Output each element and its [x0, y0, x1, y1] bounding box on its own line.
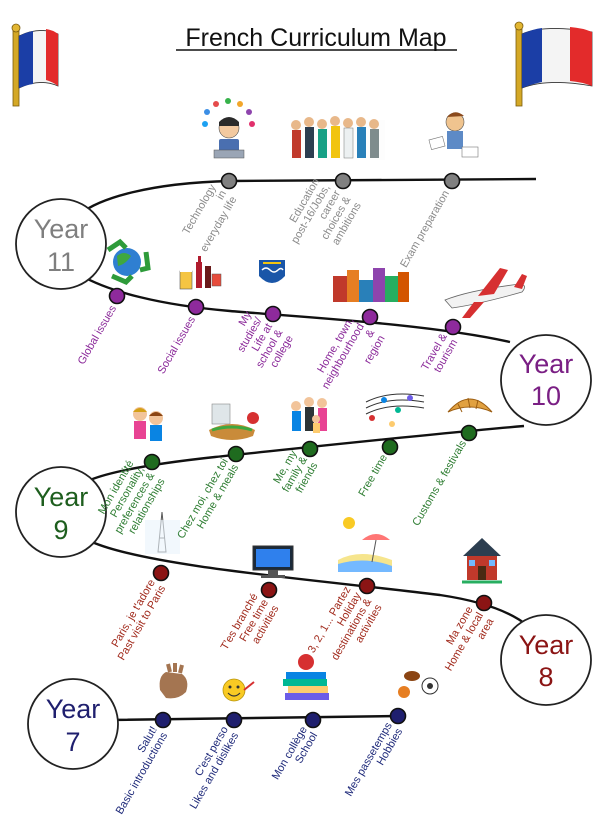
monitor-icon: [252, 545, 294, 578]
student-writing-icon: [428, 112, 479, 158]
topic-dot-y8-1: [152, 564, 170, 582]
topic-label-y10-5: Travel &tourism: [419, 331, 460, 379]
year-8-label: Year: [519, 630, 574, 660]
music-notes-icon: [365, 393, 425, 427]
topic-dot-y10-5: [444, 318, 462, 336]
topic-dot-y7-4: [389, 707, 407, 725]
topic-label-y7-3: Mon collègeSchool: [270, 725, 320, 788]
topic-dot-y10-1: [108, 287, 126, 305]
year-10-number: 10: [531, 381, 561, 411]
topic-dot-y10-2: [187, 298, 205, 316]
topic-dots: [108, 172, 493, 729]
topic-label-line: region: [362, 334, 388, 366]
topic-dot-y11-1: [220, 172, 238, 190]
workers-icon: [290, 116, 385, 160]
topic-dot-y7-1: [154, 711, 172, 729]
year-7-number: 7: [65, 727, 80, 757]
recycle-globe-icon: [106, 238, 151, 285]
year-8-number: 8: [538, 662, 553, 692]
topic-dot-y9-4: [381, 438, 399, 456]
french-flag-icon-left: [11, 23, 59, 107]
year-9-number: 9: [53, 515, 68, 545]
topic-dot-y8-3: [358, 577, 376, 595]
year-9-label: Year: [34, 482, 89, 512]
topic-label-y10-1: Global issues: [76, 303, 120, 367]
year-11-number: 11: [47, 247, 75, 277]
family-icon: [291, 397, 327, 433]
topic-label-y9-5: Customs & festivals: [410, 438, 469, 528]
topic-label-y8-3: 3, 2, 1... PartezHolidaydestinations &ac…: [306, 584, 385, 673]
topic-dot-y9-5: [460, 424, 478, 442]
topic-label-y11-3: Exam preparation: [398, 189, 452, 270]
topic-dot-y9-3: [301, 440, 319, 458]
croissant-icon: [447, 397, 493, 413]
topic-label-y9-2: Chez moi, chez toiHome & meals: [175, 456, 241, 547]
topic-dot-y9-1: [143, 453, 161, 471]
topic-label-y8-1: Paris, je t'adorePast visit to Paris: [105, 577, 168, 662]
topic-dot-y7-3: [304, 711, 322, 729]
topic-dot-y11-3: [443, 172, 461, 190]
year-10-circle: Year 10: [500, 334, 592, 426]
french-flag-icon-right: [514, 21, 593, 107]
topic-label-line: Free time: [356, 453, 390, 499]
curriculum-path: [79, 177, 537, 722]
sports-balls-icon: [398, 671, 439, 698]
topic-label-y11-2: Educationpost-16/Jobs,careerchoices &amb…: [279, 176, 364, 264]
topic-dot-y9-2: [227, 445, 245, 463]
waving-hand-icon: [159, 663, 188, 699]
eiffel-tower-icon: [145, 511, 180, 554]
year-7-label: Year: [46, 694, 101, 724]
airplane-icon: [444, 268, 527, 318]
topic-label-line: Customs & festivals: [410, 438, 469, 528]
topic-label-y10-4: Home, town,neighbourhood&region: [309, 315, 388, 403]
year-7-circle: Year 7: [27, 678, 119, 770]
sandwich-icon: [209, 403, 259, 440]
town-icon: [333, 268, 409, 302]
year-10-label: Year: [519, 349, 574, 379]
topic-label-y10-3: Mystudies/Life atschool &college: [223, 309, 297, 376]
topic-label-y8-4: Ma zoneHome & localarea: [433, 604, 497, 679]
topic-label-line: Exam preparation: [398, 189, 452, 270]
hugging-kids-icon: [133, 407, 163, 441]
year-11-circle: Year 11: [15, 198, 107, 290]
year-8-circle: Year 8: [500, 614, 592, 706]
page-title: French Curriculum Map: [185, 24, 446, 52]
topic-label-y9-3: Me, myfamily &friends: [270, 448, 321, 500]
topic-label-y10-2: Social issues: [156, 314, 199, 376]
topic-label-y7-2: C'est persoLikes and dislikes: [177, 724, 241, 811]
topic-dot-y11-2: [334, 172, 352, 190]
topic-dot-y7-2: [225, 711, 243, 729]
drinks-icon: [179, 256, 222, 290]
school-crest-icon: [259, 260, 285, 283]
topic-dot-y10-4: [361, 308, 379, 326]
books-icon: [283, 654, 329, 700]
topic-label-y8-2: T'es branchéFree timeactivities: [219, 591, 282, 664]
topic-label-line: Global issues: [76, 303, 120, 367]
computer-user-icon: [202, 98, 255, 159]
topic-label-y7-4: Mes passetempsHobbies: [343, 720, 406, 804]
year-11-label: Year: [34, 214, 89, 244]
topic-label-y9-4: Free time: [356, 453, 390, 499]
smiley-icon: [222, 678, 255, 702]
topic-label-line: Social issues: [156, 314, 199, 376]
topic-dot-y8-4: [475, 594, 493, 612]
topic-dot-y10-3: [264, 305, 282, 323]
topic-label-y11-1: Technologyineveryday life: [177, 182, 239, 254]
year-9-circle: Year 9: [15, 466, 107, 558]
topic-dot-y8-2: [260, 581, 278, 599]
beach-icon: [338, 517, 392, 572]
house-icon: [462, 538, 502, 584]
